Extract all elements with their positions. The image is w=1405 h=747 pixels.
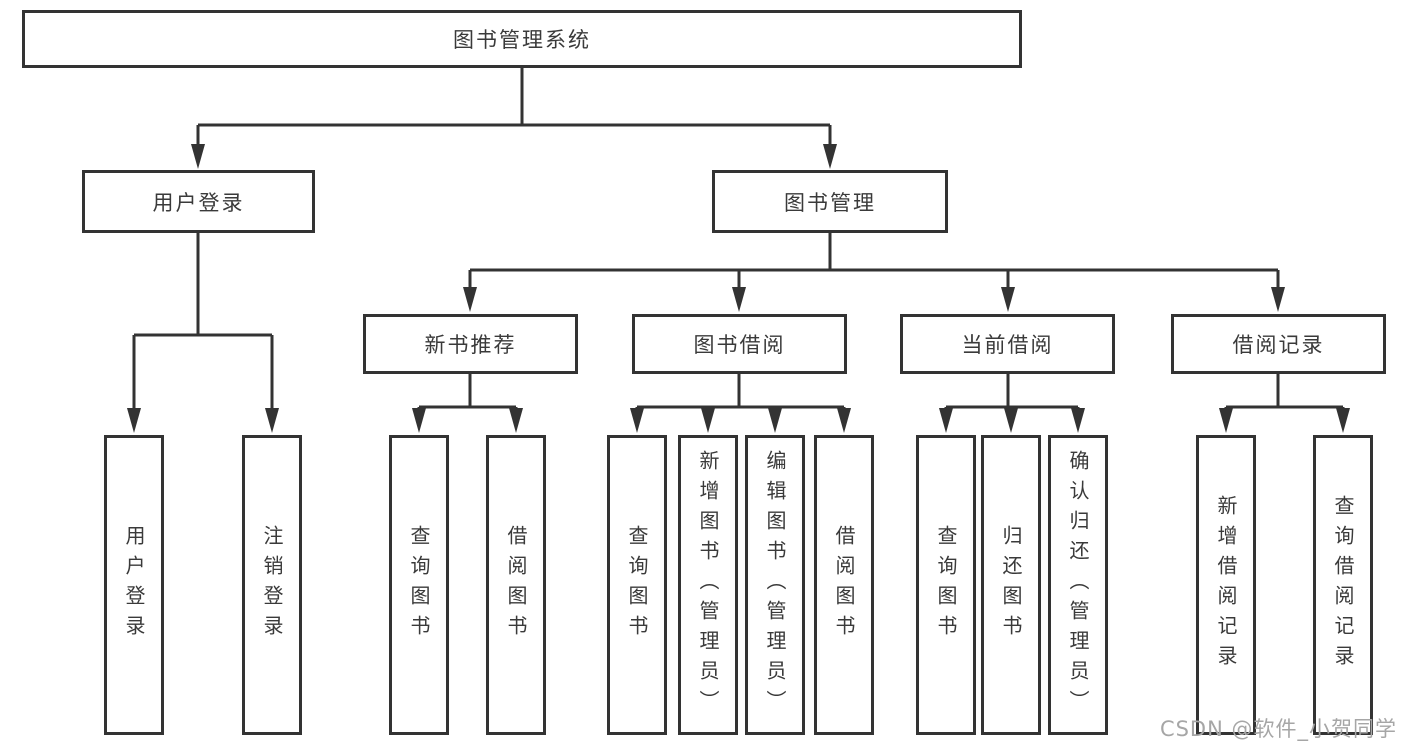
leaf-borrow-books-recommend-label: 借阅图书 xyxy=(504,525,528,645)
leaf-add-borrow-record-label: 新增借阅记录 xyxy=(1214,495,1238,675)
node-borrowing-records: 借阅记录 xyxy=(1171,314,1386,374)
leaf-edit-book-admin: 编辑图书（管理员） xyxy=(745,435,805,735)
leaf-user-login: 用户登录 xyxy=(104,435,164,735)
leaf-query-borrow-record: 查询借阅记录 xyxy=(1313,435,1373,735)
leaf-return-books: 归还图书 xyxy=(981,435,1041,735)
node-user-login-label: 用户登录 xyxy=(152,190,245,215)
leaf-query-books-recommend-label: 查询图书 xyxy=(407,525,431,645)
leaf-confirm-return-admin-label: 确认归还（管理员） xyxy=(1066,450,1090,720)
leaf-edit-book-admin-label: 编辑图书（管理员） xyxy=(763,450,787,720)
node-borrowing-records-label: 借阅记录 xyxy=(1232,333,1325,357)
leaf-add-book-admin: 新增图书（管理员） xyxy=(678,435,738,735)
leaf-logout: 注销登录 xyxy=(242,435,302,735)
leaf-query-books-current-label: 查询图书 xyxy=(934,525,958,645)
node-book-management: 图书管理 xyxy=(712,170,948,233)
leaf-user-login-label: 用户登录 xyxy=(122,525,146,645)
leaf-return-books-label: 归还图书 xyxy=(999,525,1023,645)
node-library-system: 图书管理系统 xyxy=(22,10,1022,68)
node-current-borrowing: 当前借阅 xyxy=(900,314,1115,374)
node-book-borrowing-label: 图书借阅 xyxy=(693,333,786,357)
node-book-management-label: 图书管理 xyxy=(784,190,876,215)
csdn-watermark: CSDN @软件_小贺同学 xyxy=(1159,717,1397,741)
leaf-query-books-borrowing: 查询图书 xyxy=(607,435,667,735)
leaf-add-book-admin-label: 新增图书（管理员） xyxy=(696,450,720,720)
leaf-query-books-borrowing-label: 查询图书 xyxy=(625,525,649,645)
node-book-borrowing: 图书借阅 xyxy=(632,314,847,374)
leaf-query-books-recommend: 查询图书 xyxy=(389,435,449,735)
leaf-add-borrow-record: 新增借阅记录 xyxy=(1196,435,1256,735)
leaf-confirm-return-admin: 确认归还（管理员） xyxy=(1048,435,1108,735)
node-new-book-recommend: 新书推荐 xyxy=(363,314,578,374)
leaf-borrow-books-borrowing-label: 借阅图书 xyxy=(832,525,856,645)
leaf-borrow-books-recommend: 借阅图书 xyxy=(486,435,546,735)
leaf-logout-label: 注销登录 xyxy=(260,525,284,645)
node-library-system-label: 图书管理系统 xyxy=(453,28,591,52)
node-new-book-recommend-label: 新书推荐 xyxy=(424,333,517,357)
node-current-borrowing-label: 当前借阅 xyxy=(961,333,1054,357)
node-user-login: 用户登录 xyxy=(82,170,315,233)
leaf-query-borrow-record-label: 查询借阅记录 xyxy=(1331,495,1355,675)
leaf-query-books-current: 查询图书 xyxy=(916,435,976,735)
leaf-borrow-books-borrowing: 借阅图书 xyxy=(814,435,874,735)
